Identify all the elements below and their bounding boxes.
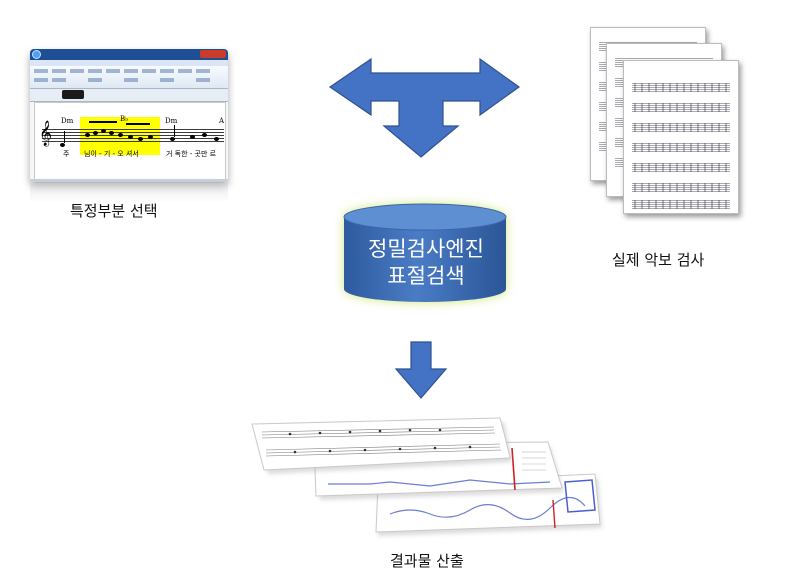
chord-label: Dm — [61, 117, 74, 125]
ribbon-tabs — [30, 60, 228, 66]
chord-label: A — [219, 117, 225, 125]
note — [170, 137, 175, 141]
down-arrow-icon — [394, 341, 448, 399]
ribbon-toolbar — [30, 66, 228, 89]
note — [202, 133, 207, 137]
play-control-icon — [62, 90, 84, 99]
note — [101, 129, 106, 133]
engine-database-icon — [343, 203, 507, 302]
chord-label: B♭ — [120, 115, 129, 123]
sheet-music-page — [623, 60, 739, 214]
real-scores-label: 실제 악보 검사 — [612, 251, 705, 269]
result-documents — [251, 417, 602, 536]
result-score-page — [251, 417, 512, 474]
app-logo-icon — [32, 50, 41, 59]
notation-software-screenshot: 𝄞 Dm B♭ Dm A 주 님이 - 기 - 오 셔서 거 독한 - 곳만 르 — [30, 49, 228, 182]
engine-title: 정밀검사엔진 — [368, 237, 484, 261]
note — [85, 133, 90, 137]
note — [190, 135, 195, 139]
note — [148, 135, 153, 139]
treble-clef-icon: 𝄞 — [39, 121, 53, 146]
lyric-text: 주 — [63, 150, 70, 158]
note — [128, 135, 133, 139]
engine-subtitle: 표절검색 — [387, 264, 465, 288]
lyric-text: 님이 - 기 - 오 셔서 — [84, 150, 139, 158]
result-label: 결과물 산출 — [390, 552, 464, 570]
app-titlebar — [30, 49, 228, 60]
double-headed-arrow-icon — [328, 57, 521, 158]
scrollbar — [30, 179, 228, 182]
note — [109, 131, 114, 135]
note — [138, 137, 143, 141]
window-controls-icon — [200, 50, 226, 58]
chord-label: Dm — [165, 117, 178, 125]
note — [118, 133, 123, 137]
select-part-label: 특정부분 선택 — [70, 202, 158, 220]
lyric-text: 거 독한 - 곳만 르 — [166, 150, 217, 158]
note — [93, 131, 98, 135]
note — [60, 143, 65, 147]
screenshot-reflection — [30, 183, 228, 203]
note — [214, 137, 219, 141]
